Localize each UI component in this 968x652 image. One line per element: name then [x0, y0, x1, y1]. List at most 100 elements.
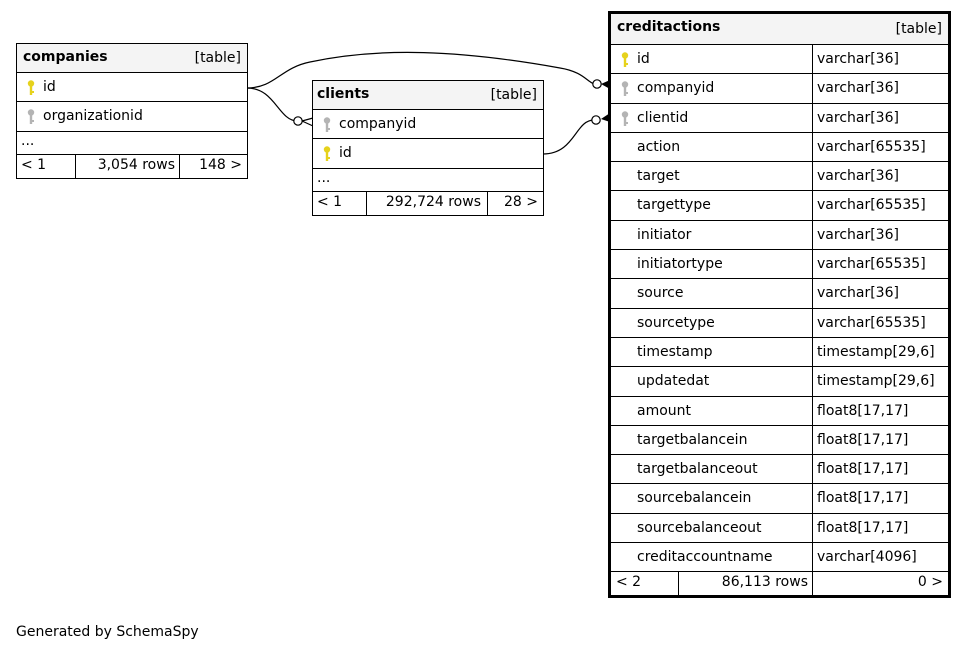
- column-name: id: [637, 51, 650, 67]
- column-type: varchar[4096]: [812, 543, 948, 572]
- table-header: creditactions [table]: [611, 14, 948, 45]
- column-name: id: [43, 79, 56, 95]
- link-end-circle: [592, 79, 602, 89]
- column-type: varchar[36]: [812, 162, 948, 191]
- column-name: sourcetype: [637, 314, 715, 331]
- children-link[interactable]: 148 >: [199, 156, 242, 173]
- column-name: amount: [637, 402, 692, 419]
- table-name: clients: [317, 86, 370, 102]
- column-type: varchar[65535]: [812, 250, 948, 279]
- more-columns-ellipsis[interactable]: ...: [17, 132, 247, 155]
- foreign-key-icon: [27, 109, 35, 125]
- foreign-key-icon: [323, 117, 331, 132]
- row-count: 292,724 rows: [385, 193, 481, 210]
- column-type: varchar[36]: [812, 74, 948, 103]
- column-row[interactable]: sourcebalancein float8[17,17]: [611, 484, 948, 514]
- column-name: initiatortype: [637, 256, 723, 273]
- table-tag: [table]: [490, 87, 537, 103]
- column-row[interactable]: target varchar[36]: [611, 162, 948, 192]
- column-row[interactable]: sourcebalanceout float8[17,17]: [611, 513, 948, 544]
- table-header: companies [table]: [17, 44, 247, 73]
- column-type: varchar[65535]: [812, 132, 948, 162]
- column-row[interactable]: companyid varchar[36]: [611, 74, 948, 104]
- table-footer: < 2 86,113 rows 0 >: [611, 572, 948, 596]
- column-row[interactable]: companyid: [313, 110, 543, 140]
- column-type: float8[17,17]: [812, 513, 948, 543]
- column-name: sourcebalanceout: [637, 519, 762, 536]
- column-name: id: [339, 145, 352, 162]
- column-type: varchar[65535]: [812, 308, 948, 337]
- link-end-crowfoot: [601, 80, 610, 89]
- table-tag: [table]: [895, 21, 942, 37]
- column-row[interactable]: source varchar[36]: [611, 279, 948, 309]
- link-end-crowfoot: [301, 117, 314, 127]
- column-row[interactable]: timestamp timestamp[29,6]: [611, 337, 948, 368]
- link-end-circle: [591, 115, 601, 125]
- children-link[interactable]: 28 >: [504, 193, 538, 210]
- column-row[interactable]: action varchar[65535]: [611, 132, 948, 163]
- foreign-key-icon: [621, 110, 629, 126]
- column-name: action: [637, 138, 681, 155]
- column-row[interactable]: targettype varchar[65535]: [611, 191, 948, 221]
- column-type: varchar[36]: [812, 45, 948, 74]
- table-tag: [table]: [194, 50, 241, 66]
- column-row[interactable]: updatedat timestamp[29,6]: [611, 367, 948, 397]
- column-type: float8[17,17]: [812, 484, 948, 513]
- column-name: organizationid: [43, 108, 143, 125]
- column-type: varchar[36]: [812, 279, 948, 308]
- column-name: companyid: [637, 80, 715, 97]
- link-end-circle: [293, 116, 303, 126]
- column-name: targetbalancein: [637, 431, 748, 448]
- column-row[interactable]: id: [313, 139, 543, 169]
- parents-link[interactable]: < 2: [616, 574, 642, 591]
- table-header: clients [table]: [313, 81, 543, 110]
- children-link[interactable]: 0 >: [917, 574, 943, 591]
- column-row[interactable]: id varchar[36]: [611, 45, 948, 75]
- column-name: targetbalanceout: [637, 461, 758, 478]
- more-columns-ellipsis[interactable]: ...: [313, 169, 543, 192]
- column-type: float8[17,17]: [812, 396, 948, 425]
- column-row[interactable]: targetbalancein float8[17,17]: [611, 425, 948, 456]
- foreign-key-icon: [621, 81, 629, 97]
- column-type: varchar[65535]: [812, 191, 948, 220]
- primary-key-icon: [27, 80, 35, 95]
- table-clients[interactable]: clients [table] companyid id ... < 1 292…: [312, 80, 544, 216]
- row-count: 86,113 rows: [721, 574, 808, 591]
- link-companies-creditactions: [246, 51, 597, 89]
- column-type: timestamp[29,6]: [812, 367, 948, 396]
- table-name: companies: [23, 49, 108, 65]
- parents-link[interactable]: < 1: [317, 193, 343, 210]
- table-footer: < 1 3,054 rows 148 >: [17, 154, 247, 178]
- column-name: creditaccountname: [637, 549, 773, 566]
- column-row[interactable]: initiator varchar[36]: [611, 220, 948, 251]
- column-row[interactable]: initiatortype varchar[65535]: [611, 250, 948, 280]
- table-name: creditactions: [617, 19, 721, 35]
- column-row[interactable]: creditaccountname varchar[4096]: [611, 543, 948, 573]
- column-type: float8[17,17]: [812, 425, 948, 455]
- column-name: initiator: [637, 226, 692, 243]
- link-clients-creditactions: [542, 119, 595, 155]
- column-type: timestamp[29,6]: [812, 337, 948, 367]
- column-name: timestamp: [637, 343, 713, 360]
- parents-link[interactable]: < 1: [21, 156, 47, 173]
- column-row[interactable]: id: [17, 73, 247, 103]
- column-name: updatedat: [637, 373, 710, 390]
- column-name: sourcebalancein: [637, 490, 752, 507]
- column-row[interactable]: sourcetype varchar[65535]: [611, 308, 948, 338]
- column-name: source: [637, 285, 684, 302]
- table-companies[interactable]: companies [table] id organizationid ... …: [16, 43, 248, 179]
- column-name: target: [637, 168, 680, 185]
- column-row[interactable]: amount float8[17,17]: [611, 396, 948, 426]
- table-footer: < 1 292,724 rows 28 >: [313, 191, 543, 215]
- column-row[interactable]: organizationid: [17, 102, 247, 132]
- column-type: varchar[36]: [812, 103, 948, 132]
- column-name: targettype: [637, 197, 711, 214]
- link-companies-clients: [246, 87, 298, 122]
- column-name: companyid: [339, 116, 417, 132]
- column-type: varchar[36]: [812, 220, 948, 250]
- link-end-crowfoot: [601, 113, 610, 122]
